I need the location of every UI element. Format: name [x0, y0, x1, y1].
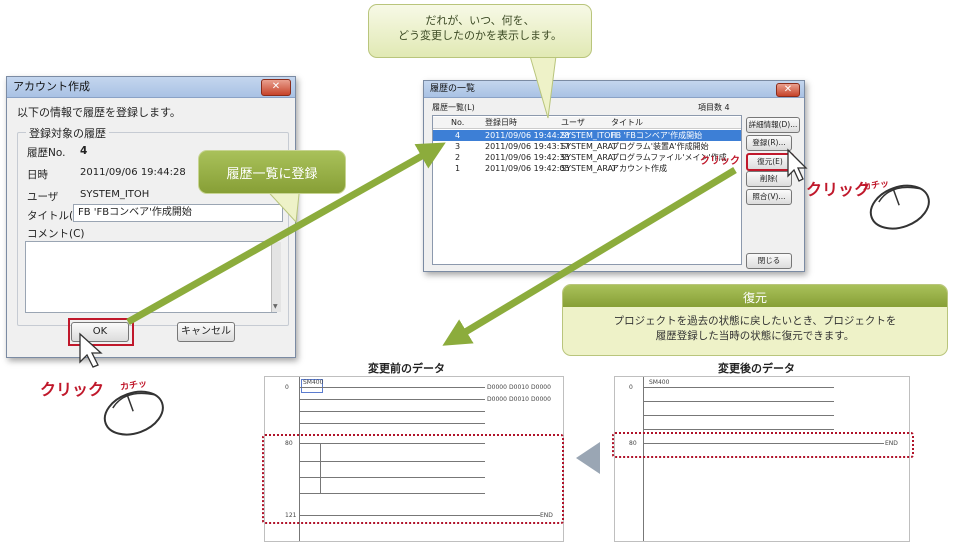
- transition-arrow-icon: [576, 442, 600, 474]
- user-value: SYSTEM_ITOH: [80, 189, 150, 200]
- account-dialog-title: アカウント作成: [13, 80, 90, 93]
- history-group-label: 登録対象の履歴: [26, 125, 109, 141]
- history-list-label: 履歴一覧(L): [432, 103, 475, 112]
- register-callout-text: 履歴一覧に登録: [226, 167, 318, 182]
- col-title[interactable]: タイトル: [611, 118, 643, 127]
- restore-callout-title: 復元: [742, 291, 767, 305]
- comment-textarea[interactable]: [25, 241, 277, 313]
- ladder-before: 0 SM400 D0000 D0010 D0000 D0000 D0010 D0…: [264, 376, 564, 542]
- title-label: タイトル(T): [27, 210, 84, 222]
- ladder-after: 0 SM400 80 END: [614, 376, 910, 542]
- restore-callout: 復元 プロジェクトを過去の状態に戻したいとき、プロジェクトを 履歴登録した当時の…: [562, 284, 948, 356]
- restore-button[interactable]: 復元(E): [746, 153, 794, 171]
- restore-callout-title-bar: [563, 285, 947, 307]
- restore-callout-body: プロジェクトを過去の状態に戻したいとき、プロジェクトを 履歴登録した当時の状態に…: [613, 315, 897, 342]
- datetime-value: 2011/09/06 19:44:28: [80, 167, 186, 178]
- account-dialog: アカウント作成 ✕ 以下の情報で履歴を登録します。 登録対象の履歴 履歴No. …: [6, 76, 296, 358]
- left-rail: [299, 377, 300, 541]
- ok-button[interactable]: OK: [71, 322, 129, 342]
- before-title: 変更前のデータ: [368, 362, 445, 375]
- click-label-left: クリック: [40, 380, 105, 399]
- close-icon[interactable]: ✕: [261, 79, 291, 96]
- title-input[interactable]: FB 'FBコンベア'作成開始: [73, 204, 283, 222]
- register-button[interactable]: 登録(R)...: [746, 135, 792, 151]
- user-label: ユーザ: [27, 191, 59, 203]
- top-callout: だれが、いつ、何を、 どう変更したのかを表示します。: [368, 4, 592, 58]
- before-highlight: [262, 434, 564, 524]
- list-header: No. 登録日時 ユーザ タイトル: [433, 117, 741, 129]
- history-dialog-title: 履歴の一覧: [430, 84, 476, 94]
- click-label-small: クリック: [700, 156, 740, 167]
- end-label: END: [540, 512, 553, 519]
- cursor-box: [301, 379, 323, 393]
- history-no-value: 4: [80, 145, 88, 157]
- comment-scrollbar[interactable]: ▼: [271, 242, 281, 312]
- cursor-icon: [79, 332, 103, 368]
- comment-label: コメント(C): [27, 228, 85, 240]
- account-dialog-titlebar[interactable]: アカウント作成: [7, 77, 295, 98]
- left-rail: [643, 377, 644, 541]
- history-dialog: 履歴の一覧 ✕ 履歴一覧(L) 項目数 4 No. 登録日時 ユーザ タイトル …: [423, 80, 805, 272]
- compare-button[interactable]: 照合(V)...: [746, 189, 792, 205]
- history-dialog-titlebar[interactable]: 履歴の一覧: [424, 81, 804, 98]
- datetime-label: 日時: [27, 169, 48, 181]
- close-button[interactable]: 閉じる: [746, 253, 792, 269]
- item-count: 項目数 4: [698, 103, 730, 112]
- after-highlight: [612, 432, 914, 458]
- arrow-to-history: [126, 142, 446, 326]
- top-callout-text: だれが、いつ、何を、 どう変更したのかを表示します。: [398, 14, 562, 42]
- cancel-button[interactable]: キャンセル: [177, 322, 235, 342]
- details-button[interactable]: 詳細情報(D)...: [746, 117, 800, 133]
- mouse-icon: [103, 390, 164, 436]
- step-label: 0: [285, 384, 289, 391]
- mouse-icon: [869, 184, 930, 230]
- contact-label: SM400: [303, 379, 324, 386]
- click-label-large: クリック: [806, 180, 871, 199]
- instruction-text: 以下の情報で履歴を登録します。: [17, 106, 181, 119]
- cursor-icon: [787, 148, 808, 182]
- delete-button[interactable]: 削除(: [746, 171, 792, 187]
- arrow-to-before: [442, 166, 737, 346]
- col-date[interactable]: 登録日時: [485, 118, 517, 127]
- col-user[interactable]: ユーザ: [561, 118, 585, 127]
- after-title: 変更後のデータ: [718, 362, 795, 375]
- register-callout: 履歴一覧に登録: [198, 150, 346, 194]
- history-no-label: 履歴No.: [27, 147, 66, 159]
- ok-highlight: [68, 318, 134, 346]
- col-no[interactable]: No.: [451, 118, 465, 127]
- callout-tail-top: [529, 55, 557, 119]
- history-close-icon[interactable]: ✕: [776, 83, 800, 97]
